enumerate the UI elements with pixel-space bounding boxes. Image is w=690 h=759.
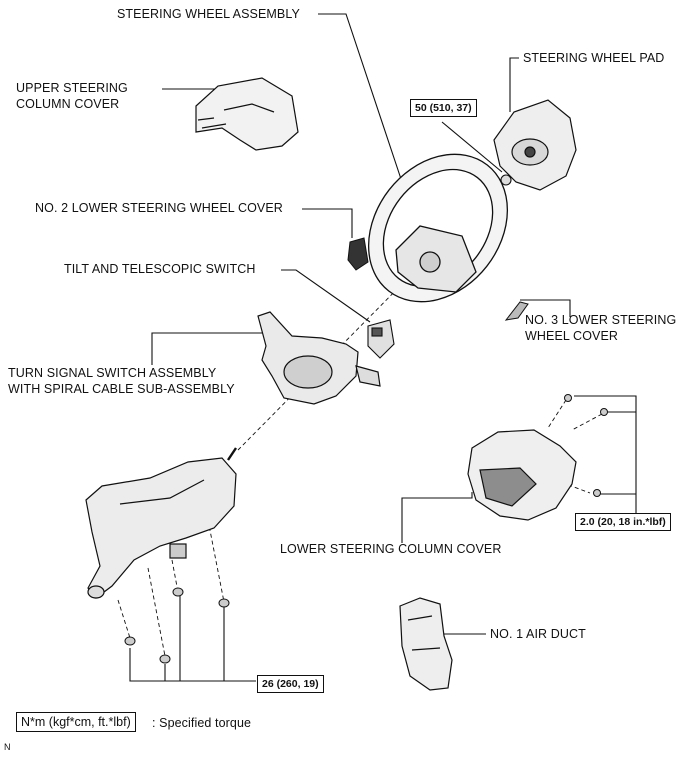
leader-turn-signal <box>151 332 281 365</box>
leader-no3-cover <box>520 299 571 317</box>
steering-column-part <box>85 447 237 599</box>
leader-wheel-pad <box>509 57 519 112</box>
leader-column-bolts <box>129 594 256 682</box>
label-steering-wheel-assembly: STEERING WHEEL ASSEMBLY <box>117 7 300 21</box>
no3-lower-cover-part <box>504 301 529 321</box>
turn-signal-switch-part <box>257 311 381 405</box>
label-upper-column-cover-line1: UPPER STEERING <box>16 81 128 95</box>
cover-screws-part <box>564 394 608 497</box>
axis-bolt-2 <box>147 567 166 657</box>
label-no2-lower-cover: NO. 2 LOWER STEERING WHEEL COVER <box>35 201 283 215</box>
label-air-duct: NO. 1 AIR DUCT <box>490 627 586 641</box>
axis-screw-2 <box>571 413 603 431</box>
label-lower-column-cover: LOWER STEERING COLUMN COVER <box>280 542 502 556</box>
wheel-nut-part <box>500 174 512 186</box>
leader-no2-cover <box>302 208 353 238</box>
label-steering-wheel-pad: STEERING WHEEL PAD <box>523 51 665 65</box>
axis-bolt-4 <box>207 519 225 603</box>
no2-lower-cover-part <box>347 237 369 271</box>
label-turn-signal-line2: WITH SPIRAL CABLE SUB-ASSEMBLY <box>8 382 235 396</box>
leader-torque-nut <box>441 121 503 173</box>
legend-torque-units: N*m (kgf*cm, ft.*lbf) <box>16 712 136 732</box>
torque-wheel-nut: 50 (510, 37) <box>410 99 477 117</box>
label-turn-signal-line1: TURN SIGNAL SWITCH ASSEMBLY <box>8 366 217 380</box>
leader-lower-cover <box>401 492 473 543</box>
label-upper-column-cover-line2: COLUMN COVER <box>16 97 120 111</box>
torque-cover-screws: 2.0 (20, 18 in.*lbf) <box>575 513 671 531</box>
tilt-switch-part <box>367 319 395 359</box>
axis-bolt-3 <box>171 559 179 593</box>
axis-screw-1 <box>547 399 567 429</box>
steering-wheel-part <box>367 153 509 303</box>
axis-bolt-1 <box>117 599 131 639</box>
torque-column-bolts: 26 (260, 19) <box>257 675 324 693</box>
label-no3-lower-cover-line2: WHEEL COVER <box>525 329 619 343</box>
corner-mark: N <box>4 742 11 752</box>
leader-steering-wheel <box>318 13 403 183</box>
air-duct-part <box>399 597 453 691</box>
leader-cover-screws <box>574 395 637 520</box>
label-no3-lower-cover-line1: NO. 3 LOWER STEERING <box>525 313 677 327</box>
steering-wheel-pad-part <box>493 99 577 191</box>
legend-torque-meaning: : Specified torque <box>152 716 252 730</box>
column-bolts-part <box>124 587 230 664</box>
upper-column-cover-part <box>195 77 299 151</box>
label-tilt-switch: TILT AND TELESCOPIC SWITCH <box>64 262 256 276</box>
lower-column-cover-part <box>467 429 577 521</box>
leader-tilt-switch <box>281 269 371 323</box>
